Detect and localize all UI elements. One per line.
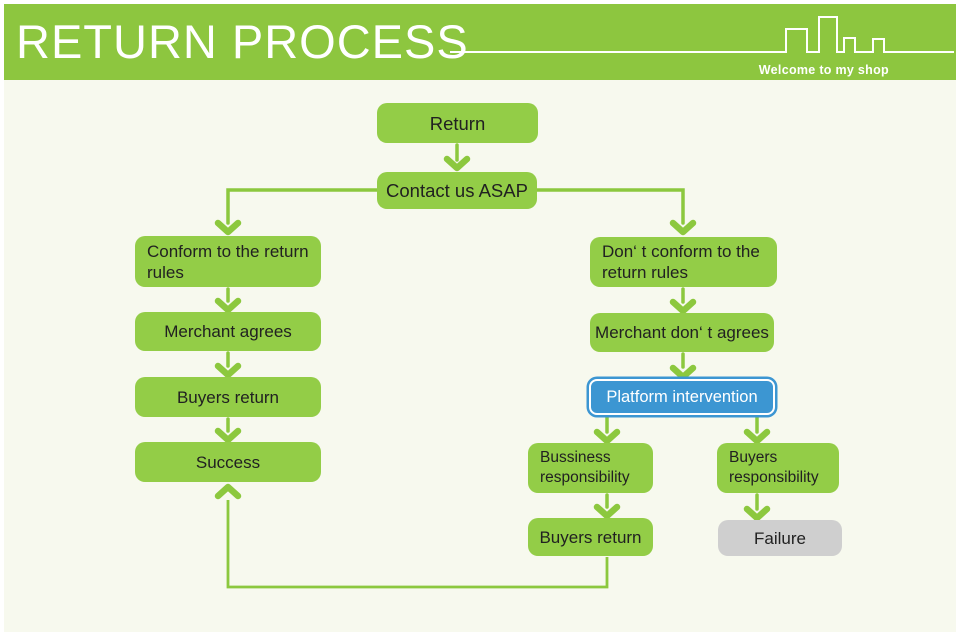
node-contact-us-asap: Contact us ASAP <box>377 172 537 209</box>
node-failure: Failure <box>718 520 842 556</box>
node-merchant-agrees: Merchant agrees <box>135 312 321 351</box>
node-success: Success <box>135 442 321 482</box>
node-conform-to-return-rules: Conform to the return rules <box>135 236 321 287</box>
header-banner: RETURN PROCESS Welcome to my shop <box>4 4 956 80</box>
node-bussiness-responsibility: Bussiness responsibility <box>528 443 653 493</box>
node-merchant-dont-agrees: Merchant don‘ t agrees <box>590 313 774 352</box>
node-platform-intervention: Platform intervention <box>589 379 775 415</box>
header-tagline: Welcome to my shop <box>758 63 889 77</box>
node-buyers-return-right: Buyers return <box>528 518 653 556</box>
page-title: RETURN PROCESS <box>16 15 469 68</box>
node-return: Return <box>377 103 538 143</box>
node-dont-conform-to-return-rules: Don‘ t conform to the return rules <box>590 237 777 287</box>
node-buyers-return-left: Buyers return <box>135 377 321 417</box>
node-buyers-responsibility: Buyers responsibility <box>717 443 839 493</box>
